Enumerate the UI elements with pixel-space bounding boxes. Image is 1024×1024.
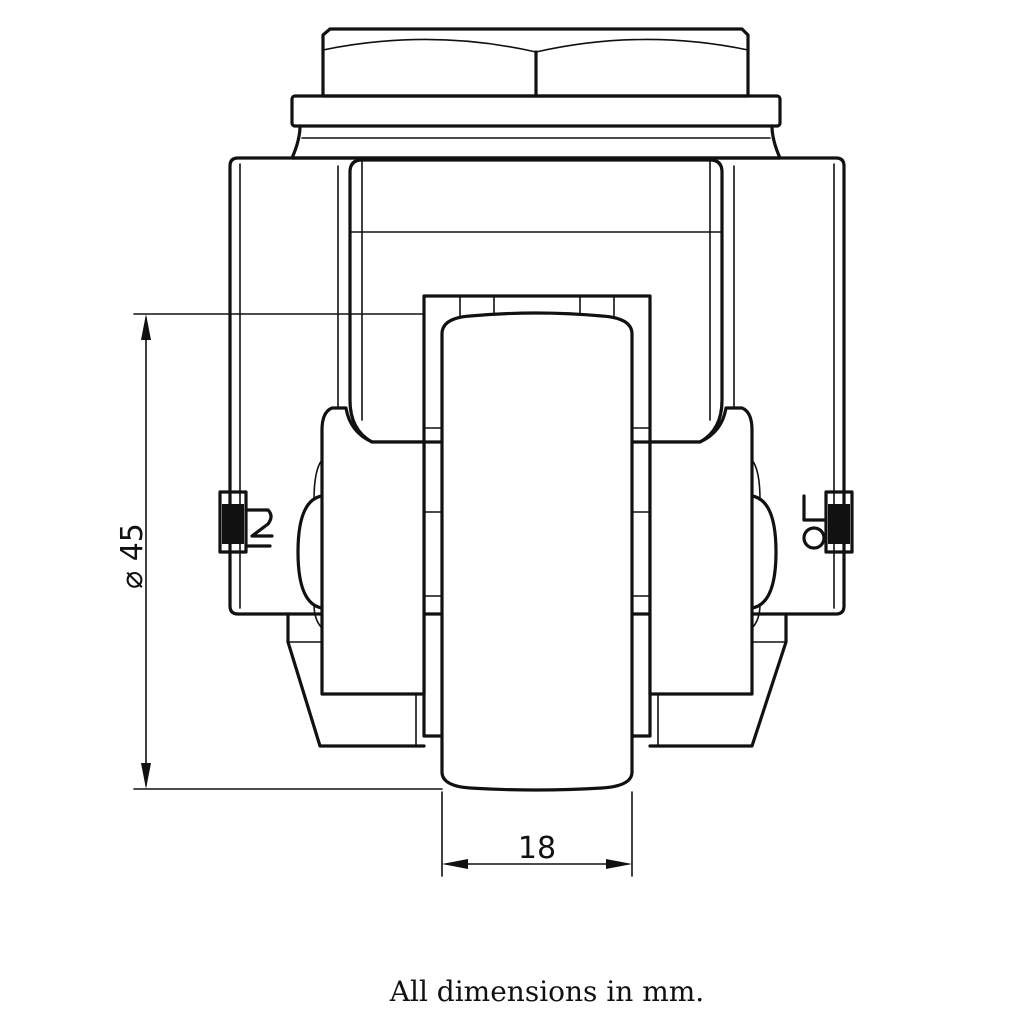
width-dimension: 18	[441, 791, 633, 877]
right-axle-cap	[750, 459, 778, 629]
left-fork-leg	[286, 406, 426, 748]
left-lock-icon	[218, 490, 274, 554]
right-lock-icon	[802, 490, 854, 554]
washer-plate	[290, 94, 782, 160]
left-axle-cap	[296, 459, 324, 629]
width-label: 18	[518, 831, 556, 866]
top-nut	[321, 27, 750, 98]
housing	[228, 156, 846, 616]
fork-body	[348, 158, 724, 444]
units-caption: All dimensions in mm.	[389, 975, 705, 1008]
right-fork-leg	[648, 406, 788, 748]
diameter-dimension: ⌀ 45	[115, 313, 443, 790]
diameter-label: ⌀ 45	[115, 523, 150, 589]
wheel	[440, 311, 634, 792]
